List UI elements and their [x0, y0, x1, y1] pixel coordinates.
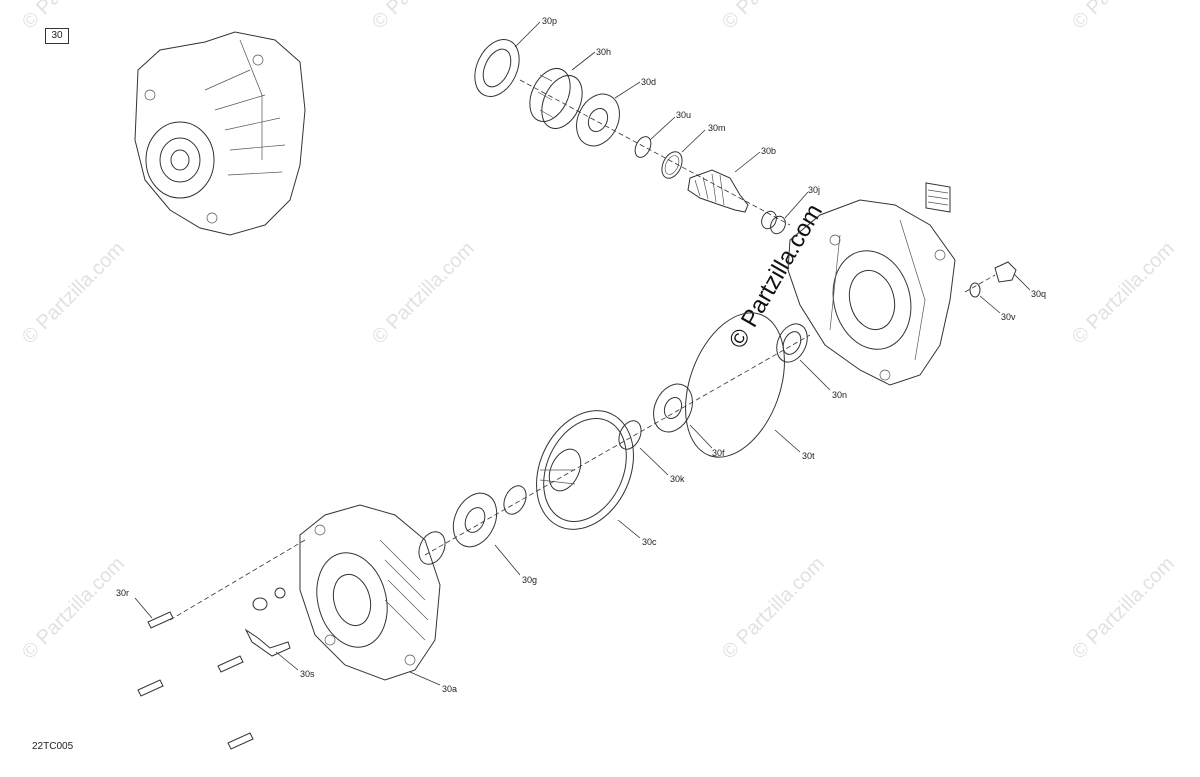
right-housing-illustration: [787, 199, 1017, 386]
watermark: © Partzilla.com: [1068, 238, 1179, 349]
watermark: © Partzilla.com: [718, 553, 829, 664]
watermarks: © Partzilla.com © Partzilla.com © Partzi…: [18, 0, 1179, 664]
callout-30d[interactable]: 30d: [641, 77, 656, 87]
callout-30m[interactable]: 30m: [708, 123, 726, 133]
callout-labels: 30p 30h 30d 30u 30m 30b 30j 30q 30v 30n …: [116, 16, 1046, 694]
watermark: © Partzilla.com: [368, 0, 479, 34]
callout-30t[interactable]: 30t: [802, 451, 815, 461]
lower-housing-illustration: [299, 504, 441, 681]
callout-30p[interactable]: 30p: [542, 16, 557, 26]
callout-30a[interactable]: 30a: [442, 684, 457, 694]
watermark: © Partzilla.com: [18, 553, 129, 664]
callout-30c[interactable]: 30c: [642, 537, 657, 547]
callout-30s[interactable]: 30s: [300, 669, 315, 679]
callout-30h[interactable]: 30h: [596, 47, 611, 57]
assembled-housing-illustration: [134, 31, 306, 236]
watermark: © Partzilla.com: [718, 0, 829, 34]
watermark: © Partzilla.com: [18, 238, 129, 349]
upper-shaft-parts: [474, 39, 951, 235]
callout-30q[interactable]: 30q: [1031, 289, 1046, 299]
watermark: © Partzilla.com: [1068, 553, 1179, 664]
fasteners: [137, 587, 291, 750]
callout-30n[interactable]: 30n: [832, 390, 847, 400]
callout-30k[interactable]: 30k: [670, 474, 685, 484]
middle-axis-parts: [418, 312, 808, 565]
watermark: © Partzilla.com: [18, 0, 129, 34]
callout-30b[interactable]: 30b: [761, 146, 776, 156]
callout-30f[interactable]: 30f: [712, 448, 725, 458]
section-number-box: 30: [45, 28, 69, 44]
callout-30g[interactable]: 30g: [522, 575, 537, 585]
callout-30u[interactable]: 30u: [676, 110, 691, 120]
callout-30v[interactable]: 30v: [1001, 312, 1016, 322]
callout-30r[interactable]: 30r: [116, 588, 129, 598]
leader-lines: [134, 21, 1031, 686]
watermark: © Partzilla.com: [1068, 0, 1179, 34]
watermark: © Partzilla.com: [368, 238, 479, 349]
assembly-axis-lines: [169, 79, 996, 621]
diagram-id: 22TC005: [32, 741, 74, 752]
callout-30j[interactable]: 30j: [808, 185, 820, 195]
